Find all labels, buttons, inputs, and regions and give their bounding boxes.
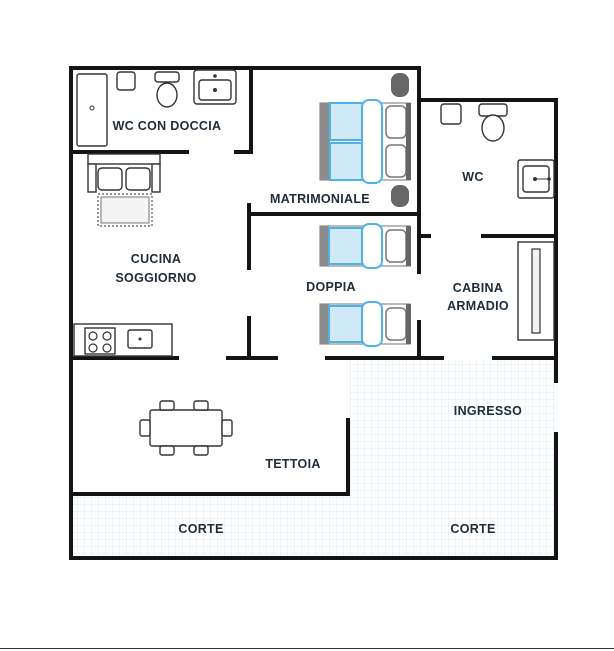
stove-icon <box>73 323 173 357</box>
room-label-corte-left: CORTE <box>178 522 223 536</box>
wc-fixtures <box>440 103 555 199</box>
room-label-cucina: CUCINA <box>131 252 181 266</box>
room-label-doppia: DOPPIA <box>306 280 356 294</box>
dining-table-icon <box>139 400 233 456</box>
single-bed-icon <box>319 301 411 347</box>
sink-icon <box>193 69 237 105</box>
paved-area <box>72 360 555 557</box>
wardrobe-icon <box>517 241 555 341</box>
sofa-icon <box>87 153 161 227</box>
walls <box>69 66 558 560</box>
page-divider <box>0 648 614 649</box>
bathroom-fixtures <box>76 69 237 147</box>
sink-icon <box>517 159 555 199</box>
room-label-wc: WC <box>462 170 483 184</box>
toilet-icon <box>116 71 180 108</box>
nightstand-icon <box>391 73 409 207</box>
room-label-armadio: ARMADIO <box>447 299 509 313</box>
room-label-soggiorno: SOGGIORNO <box>115 271 196 285</box>
room-label-ingresso: INGRESSO <box>454 404 522 418</box>
room-label-tettoia: TETTOIA <box>265 457 320 471</box>
room-label-wc-doccia: WC CON DOCCIA <box>113 119 222 133</box>
room-label-matrimoniale: MATRIMONIALE <box>270 192 370 206</box>
room-labels: WC CON DOCCIA MATRIMONIALE WC CUCINA SOG… <box>113 119 522 536</box>
room-label-corte-right: CORTE <box>450 522 495 536</box>
entrance-paving <box>350 360 555 494</box>
double-bed-icon <box>319 99 411 184</box>
room-label-cabina: CABINA <box>453 281 503 295</box>
shower-tray-icon <box>76 73 108 147</box>
single-bed-icon <box>319 223 411 269</box>
courtyard-paving <box>72 494 555 557</box>
toilet-icon <box>440 103 508 142</box>
